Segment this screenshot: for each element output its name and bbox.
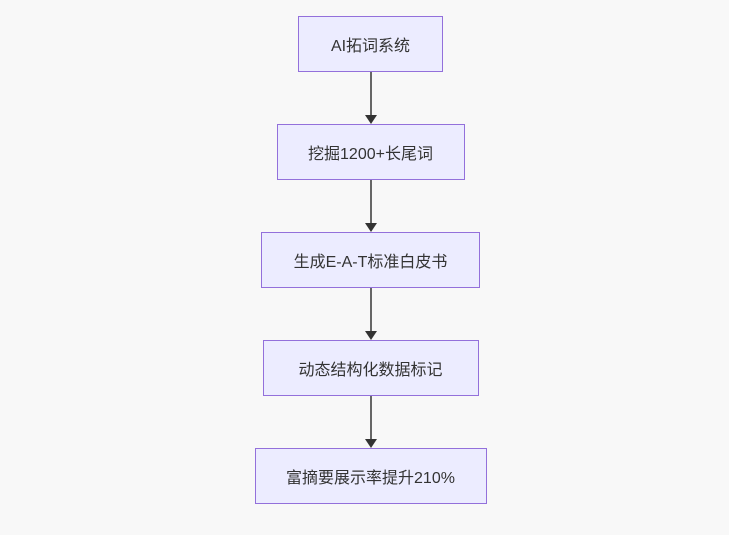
arrowhead-down-icon [364,439,377,448]
arrowhead-down-icon [364,115,377,124]
flow-node-label: 挖掘1200+长尾词 [308,146,433,163]
flow-node-longtail-keywords: 挖掘1200+长尾词 [276,124,465,180]
flowchart: AI拓词系统 挖掘1200+长尾词 生成E-A-T标准白皮书 动态结构化数据标记 [6,16,729,504]
edge-line [369,288,372,331]
flow-node-ai-word-expansion: AI拓词系统 [298,16,443,72]
flow-node-label: 生成E-A-T标准白皮书 [293,254,448,271]
flow-node-structured-data-markup: 动态结构化数据标记 [262,340,479,396]
flow-node-eat-whitepaper: 生成E-A-T标准白皮书 [261,232,480,288]
edge-line [369,180,372,223]
edge-n4-n5 [364,396,377,448]
edge-n1-n2 [364,72,377,124]
edge-line [369,396,372,439]
flow-node-label: 富摘要展示率提升210% [286,470,455,487]
arrowhead-down-icon [364,331,377,340]
edge-n2-n3 [364,180,377,232]
edge-line [369,72,372,115]
flow-node-label: 动态结构化数据标记 [298,362,443,379]
arrowhead-down-icon [364,223,377,232]
flow-node-rich-snippet-rate: 富摘要展示率提升210% [254,448,487,504]
flow-node-label: AI拓词系统 [330,38,411,55]
edge-n3-n4 [364,288,377,340]
